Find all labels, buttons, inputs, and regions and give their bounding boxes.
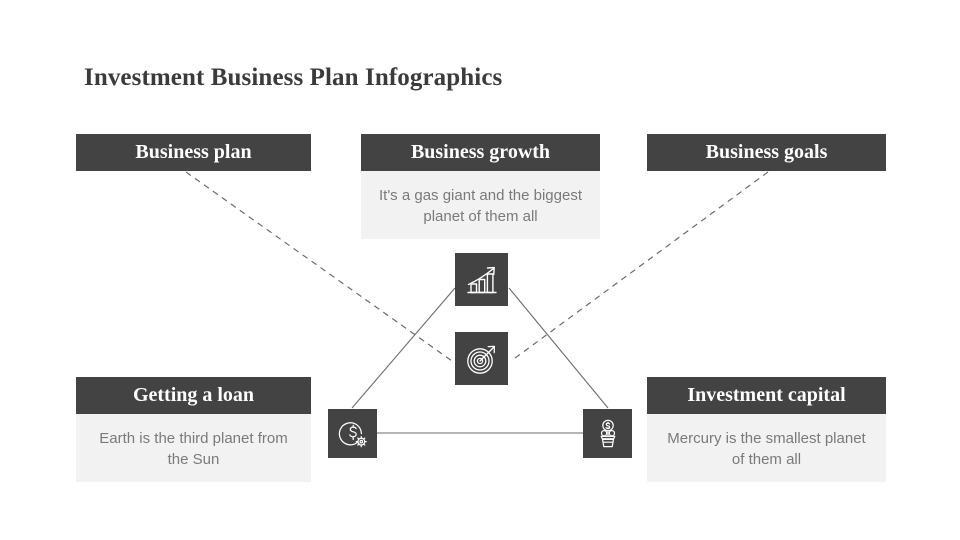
money-plant-icon	[600, 419, 615, 447]
icon-tile-money-gear[interactable]	[328, 409, 377, 458]
money-gear-icon	[338, 421, 367, 447]
card-business-growth-title: Business growth	[361, 134, 600, 171]
card-business-growth[interactable]: Business growth It's a gas giant and the…	[361, 134, 600, 239]
connector-chart-to-money-gear	[351, 287, 456, 409]
card-getting-a-loan[interactable]: Getting a loan Earth is the third planet…	[76, 377, 311, 482]
connector-chart-to-money-plant	[508, 287, 609, 409]
icon-tile-money-plant[interactable]	[583, 409, 632, 458]
card-investment-capital-description: Mercury is the smallest planet of them a…	[647, 414, 886, 482]
page-title: Investment Business Plan Infographics	[84, 64, 503, 91]
icon-tile-growth-chart[interactable]	[455, 253, 508, 306]
card-investment-capital-title: Investment capital	[647, 377, 886, 414]
card-business-goals[interactable]: Business goals	[647, 134, 886, 171]
connector-business-goals-to-target	[510, 171, 769, 362]
icon-tile-target[interactable]	[455, 332, 508, 385]
card-investment-capital[interactable]: Investment capital Mercury is the smalle…	[647, 377, 886, 482]
card-business-growth-description: It's a gas giant and the biggest planet …	[361, 171, 600, 239]
card-business-plan[interactable]: Business plan	[76, 134, 311, 171]
target-icon	[466, 345, 495, 374]
card-business-goals-title: Business goals	[647, 134, 886, 171]
card-getting-a-loan-description: Earth is the third planet from the Sun	[76, 414, 311, 482]
card-business-plan-title: Business plan	[76, 134, 311, 171]
card-getting-a-loan-title: Getting a loan	[76, 377, 311, 414]
growth-chart-icon	[466, 266, 497, 293]
